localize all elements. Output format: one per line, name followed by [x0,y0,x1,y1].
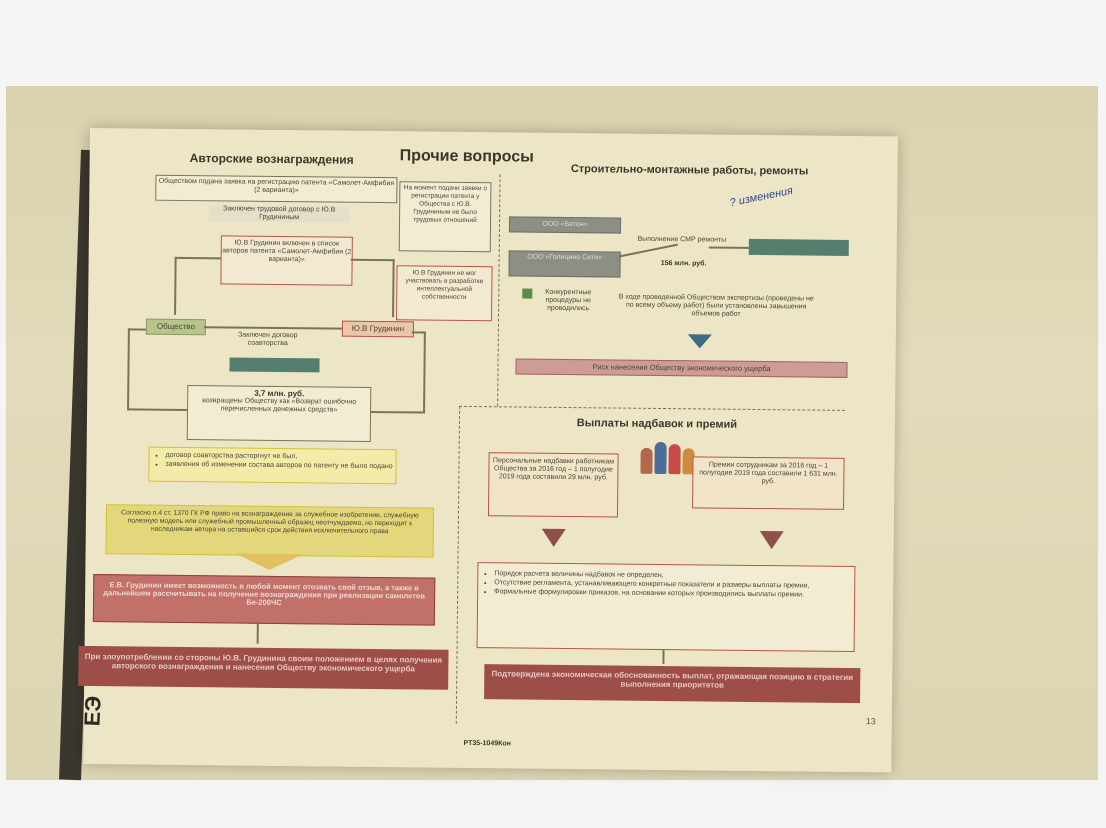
footer-code: РТ35-1049Кон [463,739,511,748]
side-mark: ЕЭ [79,695,106,727]
connector-line [350,258,395,261]
connector-line [203,326,342,330]
civil-code-box: Согласно п.4 ст. 1370 ГК РФ право на воз… [105,504,435,558]
connector-line [662,650,665,665]
horizontal-divider [459,405,846,411]
loop-line [127,328,130,411]
coauthor-contract-text: Заключен договор соавторства [238,331,298,348]
down-arrow [759,531,784,550]
employment-note-box: На момент подачи заявки о регистрации па… [398,181,492,253]
page-number: 13 [865,716,876,727]
no-competition-note: Конкурентные процедуры не проводились [545,288,592,313]
connector-line [392,259,395,318]
document-page: Авторские вознаграждения Прочие вопросы … [78,128,898,773]
participation-note-box: Ю.В Грудинин не мог участвовать в разраб… [396,265,493,322]
teal-highlight-bar [229,357,320,373]
connector-line [618,243,678,258]
returned-funds-box: 3,7 млн. руб. возвращены Обществу как «В… [186,385,372,442]
works-text: Выполнение СМР ремонты [637,235,727,244]
bonuses-box: Премии сотрудникам за 2016 год – 1 полуг… [692,456,845,510]
loop-line [127,408,188,411]
authors-list-box: Ю.В Грудинин включен в список авторов па… [220,235,353,286]
people-icon [638,436,698,477]
employment-contract-text: Заключен трудовой договор с Ю.В Грудинин… [209,205,350,223]
connector-line [174,256,177,315]
down-arrow [541,528,566,548]
contract-status-box: договор соавторства расторгнут не был, з… [148,446,397,485]
personal-allowances-box: Персональные надбавки работникам Обществ… [487,452,619,518]
status-bullet: заявления об изменении состава авторов п… [165,460,395,471]
left-bottom-banner: При злоупотреблении со стороны Ю.В. Груд… [78,645,449,690]
works-amount: 156 млн. руб. [660,259,707,268]
loop-line [127,328,146,331]
loop-line [369,410,426,414]
section-title-bonuses: Выплаты надбавок и премий [576,417,738,431]
center-divider [497,174,501,407]
loop-line [423,331,426,414]
patent-application-box: Обществом подана заявка на регистрацию п… [155,174,398,204]
right-bottom-banner: Подтверждена экономическая обоснованност… [484,664,861,704]
revocation-box: Е.В. Грудинин имеет возможность в любой … [92,574,436,626]
company-golitsyno-box: ООО «Голицино Сити» [508,250,621,278]
connector-line [708,246,749,249]
company-betony-box: ООО «Бетон» [508,216,622,234]
down-arrow [235,553,304,571]
connector-line [174,256,221,259]
expertise-note: В ходе проведенной Обществом экспертизы … [618,293,814,318]
society-box: Общество [145,318,207,336]
connector-line [256,621,259,644]
returned-text: возвращены Обществу как «Возврат ошибочн… [202,397,357,414]
section-title-author-rewards: Авторские вознаграждения [189,151,354,167]
page-title: Прочие вопросы [399,147,534,166]
grudinin-box: Ю.В Грудинин [341,320,414,338]
teal-target-box [748,238,849,256]
findings-box: Порядок расчета величины надбавок не опр… [476,562,856,653]
down-arrow [687,334,712,349]
lower-divider [455,405,461,724]
risk-banner: Риск нанесения Обществу экономического у… [515,358,848,378]
handwritten-note: ? изменения [728,184,795,210]
section-title-construction: Строительно-монтажные работы, ремонты [570,163,809,178]
